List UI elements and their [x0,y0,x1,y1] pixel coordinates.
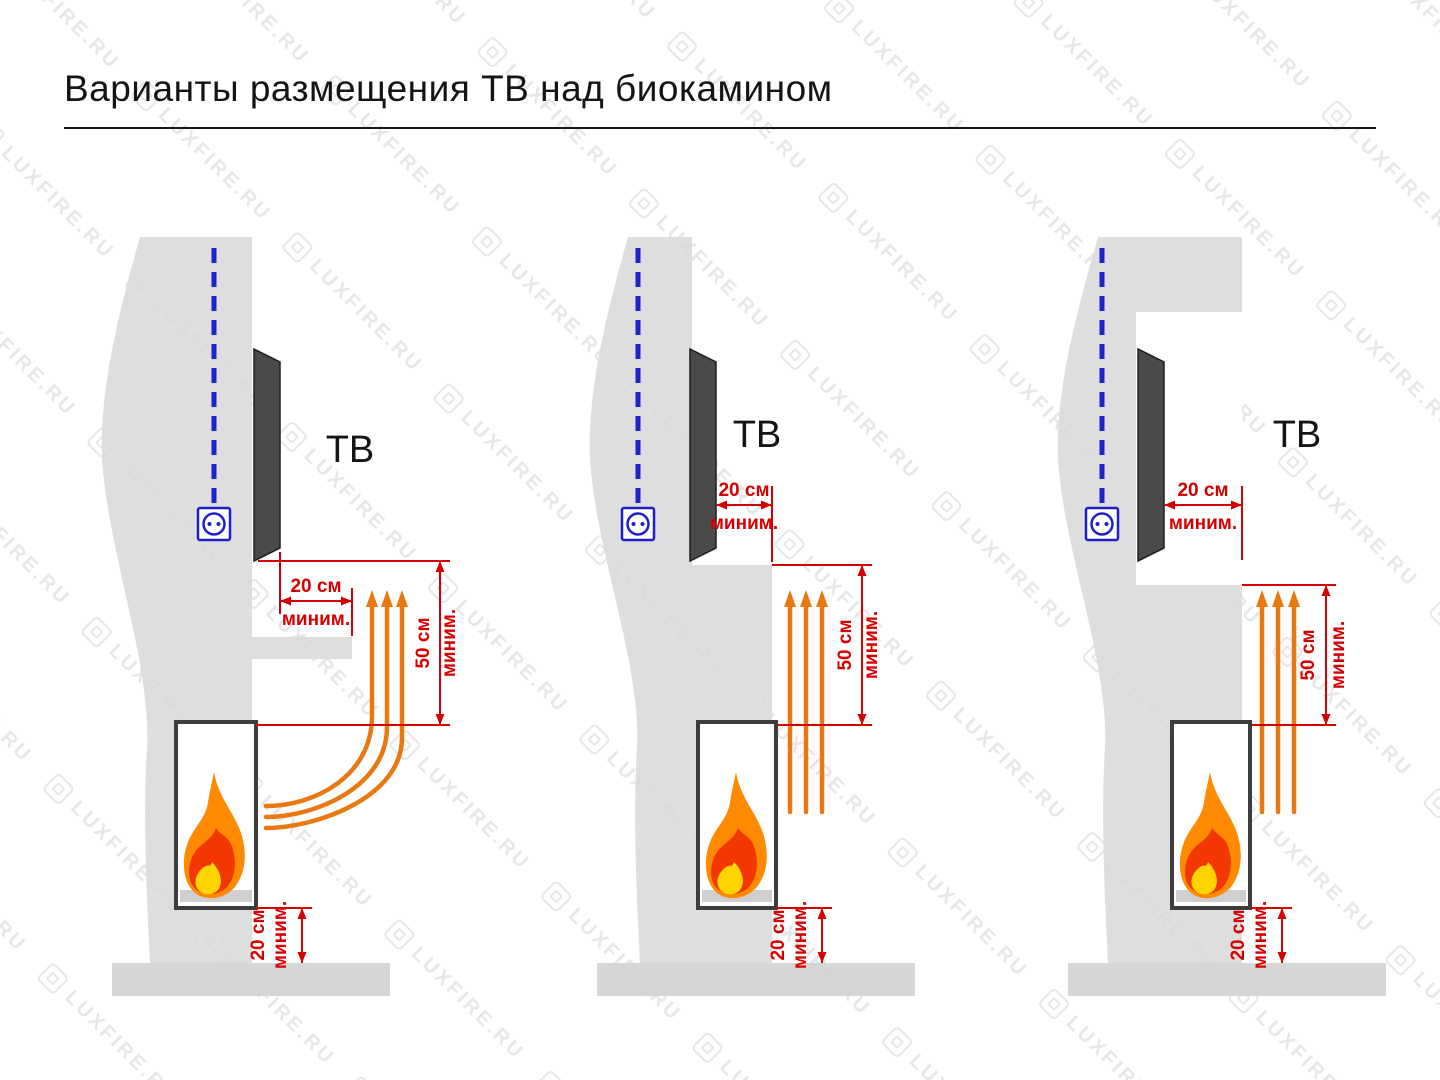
dim-qualifier: миним. [270,901,291,969]
dim-value: 20 см [1177,480,1228,501]
dim-arrowhead [341,596,352,606]
dim-floor-clearance: 20 см миним. [768,901,832,969]
flame-core [717,862,743,895]
airflow-arrowhead [816,590,828,607]
dim-arrowhead [857,714,867,725]
dim-vertical-clearance: 50 см миним. [1242,584,1349,726]
airflow-arrowhead [1256,590,1268,607]
diagram-variant-3: ТВ 20 см миним. [1057,237,1386,996]
dim-qualifier: миним. [710,513,778,534]
airflow-arrows [263,590,408,831]
flame-icon [705,772,767,899]
outlet-pin [1104,522,1109,526]
flame-icon [183,772,245,899]
power-outlet-icon [620,506,656,542]
airflow-arrowhead [366,590,378,607]
dim-arrowhead [1277,908,1287,919]
dim-qualifier: миним. [282,609,350,630]
diagram-variant-1: ТВ 20 см миним. [101,237,460,996]
tv-label: ТВ [1273,414,1322,456]
dim-value: 50 см [413,617,434,668]
dim-vertical-clearance: 50 см миним. [772,564,882,726]
power-outlet-icon [196,506,232,542]
flame-core [1191,862,1217,895]
dim-value: 20 см [718,480,769,501]
outlet-circle [202,512,226,536]
airflow-arrowhead [381,590,393,607]
dim-value: 50 см [1298,629,1319,680]
dim-arrowhead [435,714,445,725]
dim-qualifier: миним. [1250,901,1271,969]
airflow-arrows [1256,590,1300,815]
airflow-arrowhead [800,590,812,607]
dim-arrowhead [297,952,307,963]
dim-arrowhead [1231,500,1242,510]
flame-icon [1179,772,1241,899]
outlet-circle [626,512,650,536]
dim-arrowhead [1321,585,1331,596]
title-underline [64,127,1376,129]
dim-value: 20 см [1228,909,1249,960]
dim-qualifier: миним. [861,611,882,679]
dim-arrowhead [857,565,867,576]
dim-tv-niche-gap: 20 см миним. [1164,480,1243,560]
outlet-pin [631,522,636,526]
dim-tv-step-gap: 20 см миним. [710,480,778,562]
outlet-circle [1090,512,1114,536]
dim-arrowhead [716,500,727,510]
airflow-arrowhead [396,590,408,607]
airflow-arrows [784,590,828,815]
dim-qualifier: миним. [1328,621,1349,689]
dim-qualifier: миним. [790,901,811,969]
airflow-arrowhead [784,590,796,607]
dim-arrowhead [435,561,445,572]
airflow-arrowhead [1272,590,1284,607]
outlet-pin [216,522,221,526]
airflow-arrowhead [1288,590,1300,607]
dim-arrowhead [1277,952,1287,963]
dim-floor-clearance: 20 см миним. [248,901,312,969]
flame-core [195,862,221,895]
floor-slab [112,963,390,996]
dim-arrowhead [761,500,772,510]
dim-arrowhead [280,596,291,606]
dim-qualifier: миним. [1169,513,1237,534]
tv-side-view [1137,347,1165,563]
dim-vertical-clearance: 50 см миним. [256,560,460,726]
tv-label: ТВ [733,414,782,456]
tv-label: ТВ [326,429,375,471]
airflow-line [263,603,405,831]
dim-arrowhead [817,952,827,963]
dim-tv-shelf-gap: 20 см миним. [279,552,353,636]
tv-side-view [253,347,281,563]
floor-slab [1068,963,1386,996]
power-outlet-icon [1084,506,1120,542]
tv-side-view [689,347,717,563]
outlet-pin [640,522,645,526]
dim-arrowhead [297,908,307,919]
dim-floor-clearance: 20 см миним. [1228,901,1292,969]
wall-section [101,237,352,963]
dim-value: 20 см [290,576,341,597]
dim-arrowhead [817,908,827,919]
dim-arrowhead [1164,500,1175,510]
page-title: Варианты размещения ТВ над биокамином [64,68,833,109]
dim-arrowhead [1321,714,1331,725]
outlet-pin [1095,522,1100,526]
outlet-pin [207,522,212,526]
floor-slab [597,963,915,996]
dim-value: 20 см [768,909,789,960]
dim-qualifier: миним. [439,609,460,677]
airflow-line [263,603,390,820]
dim-value: 20 см [248,909,269,960]
dim-value: 50 см [835,619,856,670]
airflow-line [263,603,375,809]
diagram-variant-2: ТВ 20 см миним. [589,237,915,996]
